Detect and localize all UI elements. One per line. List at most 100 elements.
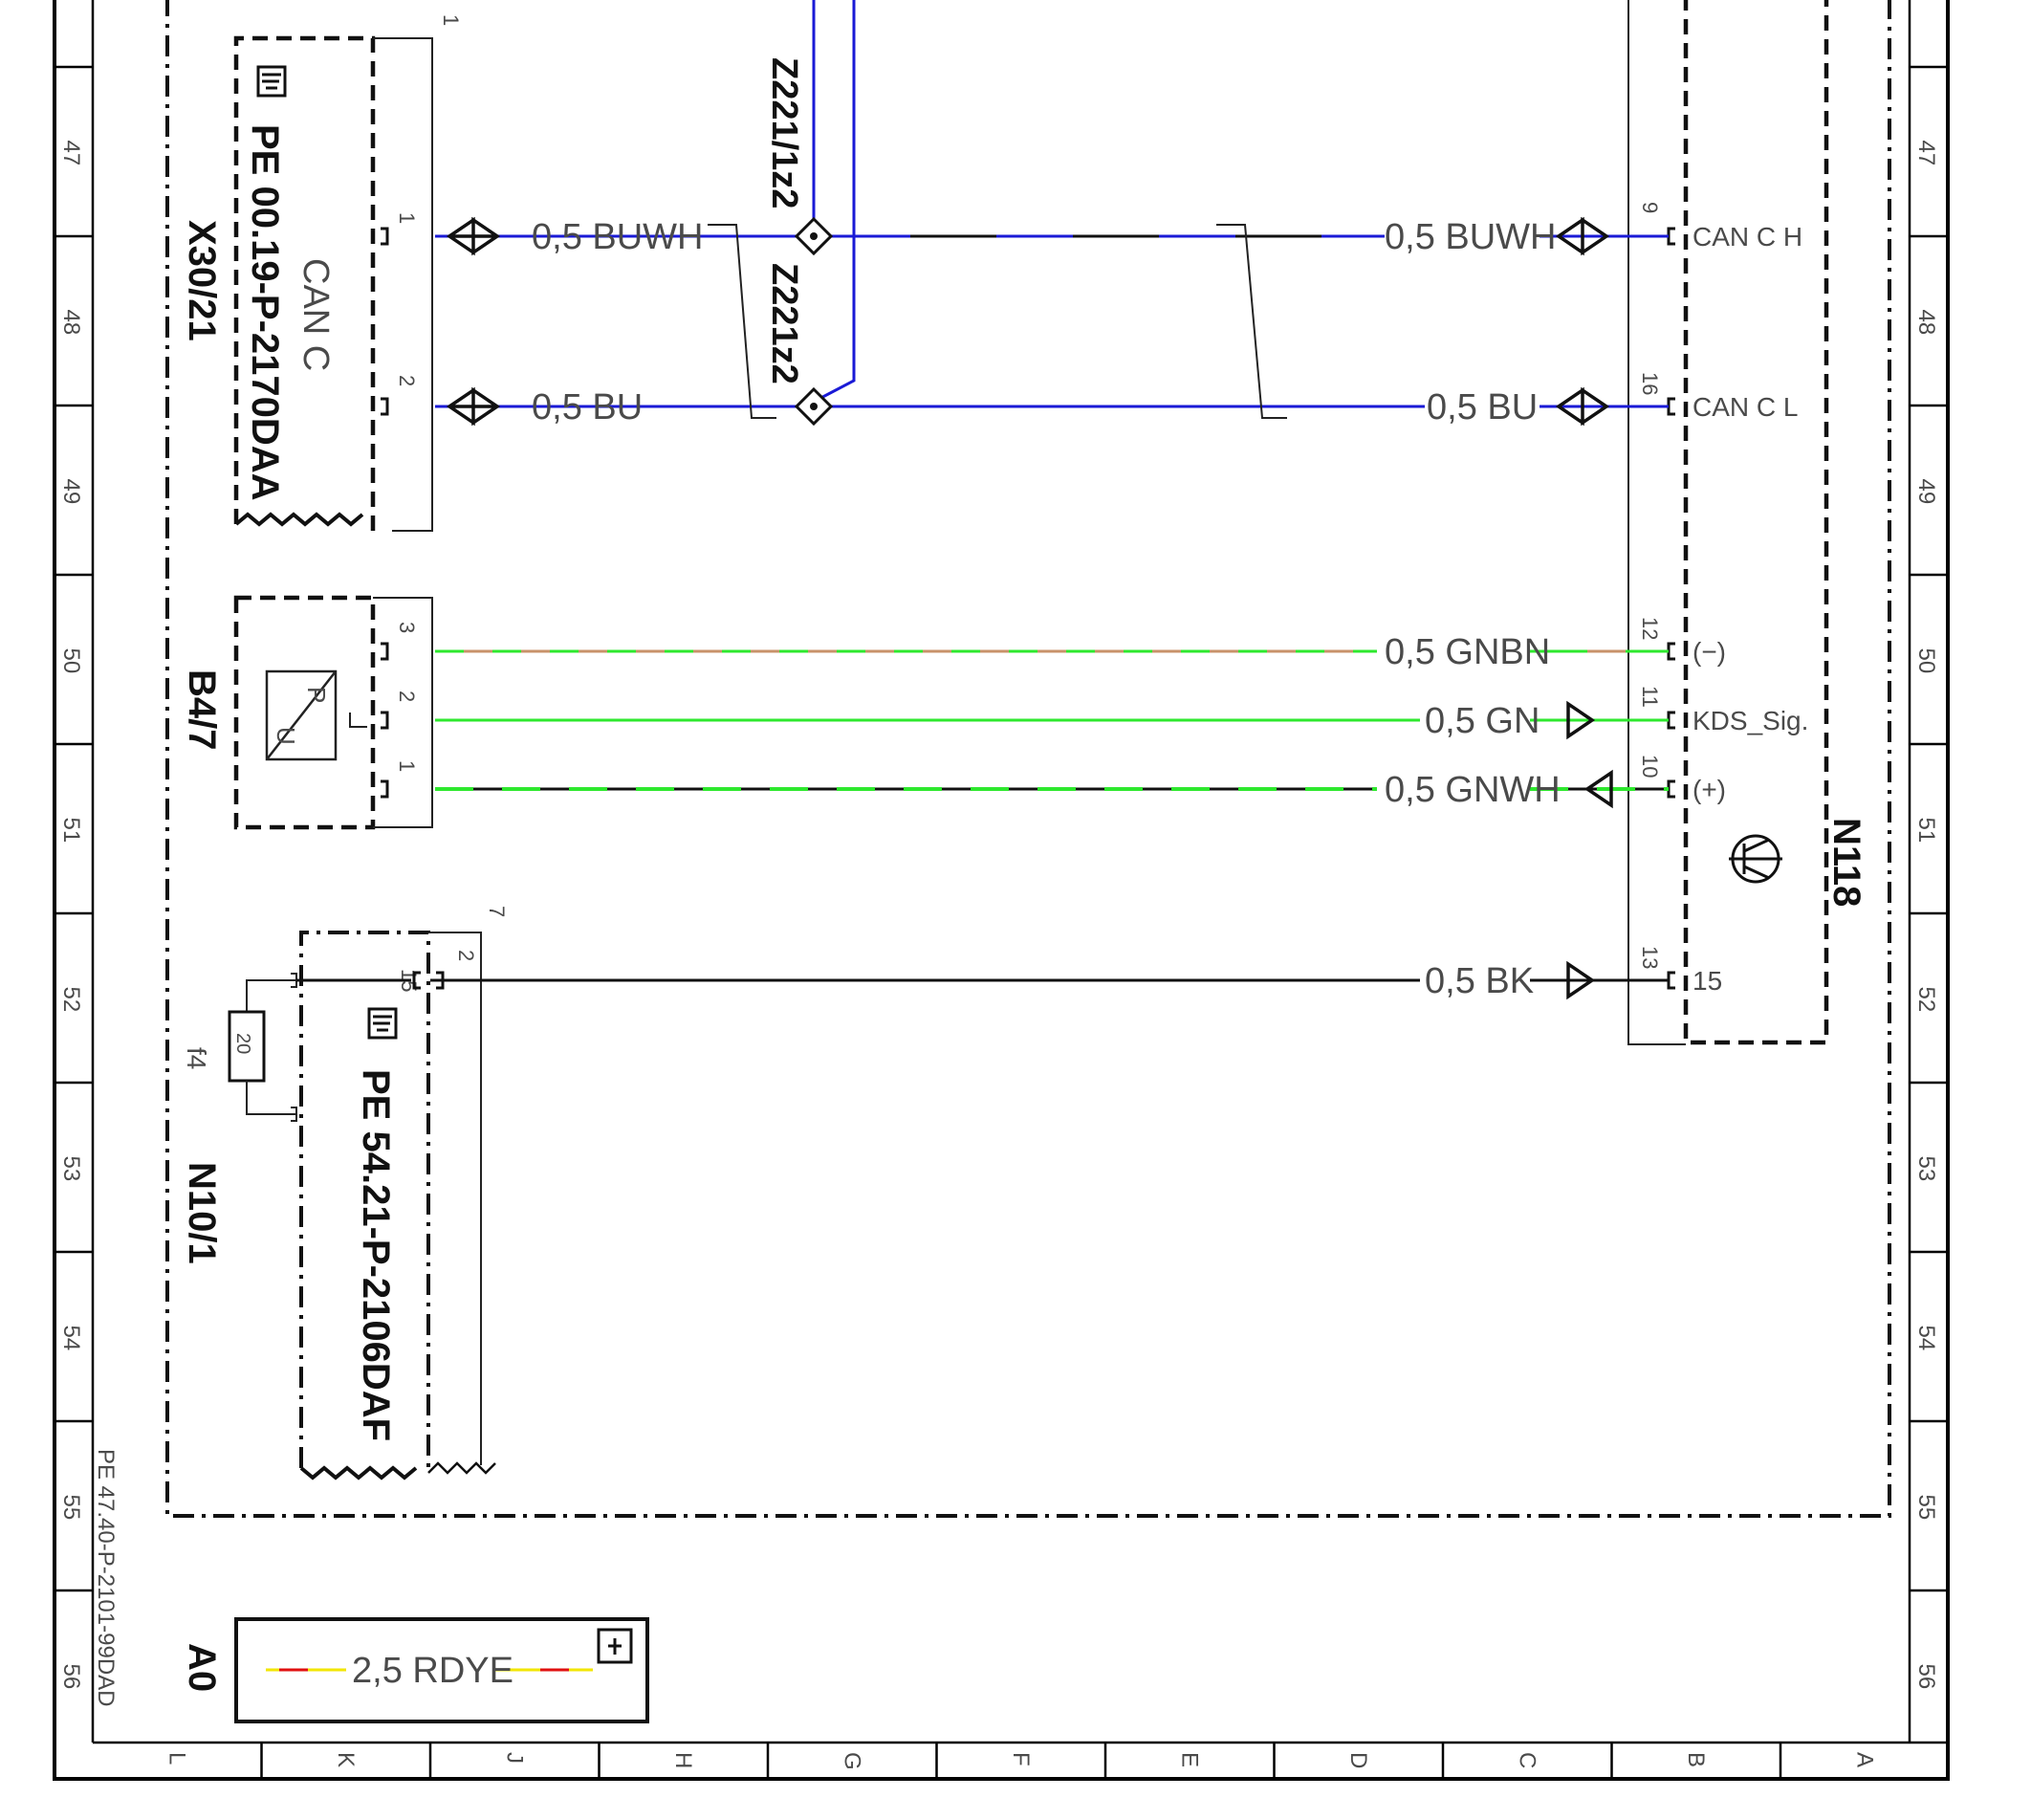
wire-label-gnbn: 0,5 GNBN [1385, 632, 1550, 672]
n118-pin-signal: 15 [1692, 966, 1722, 996]
wire-can-splice-riser-2 [813, 0, 856, 404]
column-label: C [1514, 1752, 1540, 1768]
column-label: D [1345, 1752, 1371, 1768]
transistor-icon [1729, 834, 1782, 884]
b4-7-symbol-p: P [302, 687, 331, 703]
pin-terminals-left [381, 227, 445, 990]
row-labels-left: 47 48 49 50 51 52 53 54 55 56 [58, 141, 84, 1690]
splice-z221-1z2-label: Z221/1z2 [764, 57, 804, 208]
b4-7-pin-2: 2 [395, 691, 419, 702]
x30-21-id: X30/21 [181, 220, 223, 341]
row-label: 55 [58, 1495, 84, 1521]
x30-21-pin-1: 1 [395, 212, 419, 224]
row-label: 51 [58, 818, 84, 844]
n118-pin-number: 13 [1638, 946, 1662, 969]
bidirectional-connector-icon [1555, 216, 1610, 256]
row-label: 54 [58, 1326, 84, 1351]
column-label: F [1008, 1752, 1034, 1766]
x30-21-can-label: CAN C [295, 258, 336, 371]
row-label: 56 [58, 1664, 84, 1690]
splice-z221z2-label: Z221z2 [764, 263, 804, 384]
b4-7-id: B4/7 [181, 669, 223, 751]
n10-1-marker: 7 [485, 906, 509, 917]
n118-pin-number: 9 [1638, 202, 1662, 213]
b4-7-pin-3: 3 [395, 622, 419, 633]
row-label: 50 [1913, 648, 1939, 674]
fuse-id: f4 [182, 1047, 211, 1069]
row-label: 55 [1913, 1495, 1939, 1521]
n118-id: N118 [1825, 818, 1867, 907]
wire-label-can-h-left: 0,5 BUWH [532, 217, 703, 257]
column-label: K [333, 1752, 359, 1767]
row-label: 47 [58, 141, 84, 166]
column-label: G [839, 1752, 864, 1770]
wire-label-bk: 0,5 BK [1425, 961, 1534, 1001]
output-arrow-icon [1583, 769, 1613, 809]
column-label: L [164, 1752, 189, 1765]
n10-1-doc-ref: PE 54.21-P-2106DAF [355, 1069, 397, 1441]
row-label: 50 [58, 648, 84, 674]
n118-pin-number: 11 [1638, 686, 1662, 708]
input-arrow-icon [1566, 960, 1596, 1000]
row-label: 48 [1913, 310, 1939, 336]
row-label: 48 [58, 310, 84, 336]
fuse-rating: 20 [232, 1033, 253, 1054]
drawing-frame [53, 0, 1950, 1781]
hand-pointer-icon [256, 65, 287, 98]
row-label: 56 [1913, 1664, 1939, 1690]
n10-1-pin-2: 2 [454, 950, 478, 961]
column-label: E [1176, 1752, 1202, 1767]
wire-label-can-l-left: 0,5 BU [532, 387, 643, 428]
wire-label-can-l-right: 0,5 BU [1427, 387, 1538, 428]
n10-1-id: N10/1 [181, 1162, 223, 1264]
wire-label-gn: 0,5 GN [1425, 701, 1540, 741]
legend-a0-id: A0 [181, 1643, 223, 1692]
sensor-b4-7: P U B4/7 3 2 1 [181, 595, 433, 830]
hand-pointer-icon [367, 1007, 398, 1040]
n118-pin-signal: KDS_Sig. [1692, 706, 1808, 735]
twist-marker-left [708, 224, 776, 419]
n118-pin-number: 12 [1638, 617, 1662, 640]
legend-a0-wire: 2,5 RDYE [352, 1651, 513, 1691]
row-label: 49 [58, 479, 84, 505]
system-boundary [165, 0, 1891, 1518]
legend-a0: A0 2,5 RDYE [181, 1617, 649, 1723]
x30-21-pin-2: 2 [395, 375, 419, 386]
row-label: 52 [1913, 987, 1939, 1013]
row-label: 49 [1913, 479, 1939, 505]
document-reference: PE 47.40-P-2101-99DAD [93, 1449, 119, 1706]
b4-7-pin-1: 1 [395, 760, 419, 772]
n118-pin-signal: (+) [1692, 775, 1726, 804]
twist-marker-right [1216, 224, 1287, 419]
column-label: A [1851, 1752, 1877, 1767]
n118-pin-number: 16 [1638, 372, 1662, 395]
column-label: B [1683, 1752, 1709, 1767]
bidirectional-connector-icon [1555, 386, 1610, 427]
row-label: 54 [1913, 1326, 1939, 1351]
row-label: 53 [58, 1156, 84, 1182]
n118-pin-number: 10 [1638, 755, 1662, 778]
info-icon [597, 1628, 633, 1664]
module-n10-1: 7 N10/1 PE 54.21-P-2106DAF 15 2 20 f4 [181, 906, 509, 1480]
b4-7-symbol-u: U [272, 727, 300, 745]
splice-z221-1z2 [794, 216, 834, 256]
n118-pin-signal: (−) [1692, 637, 1726, 667]
n118-pin-signal: CAN C H [1692, 222, 1802, 252]
row-label: 47 [1913, 141, 1939, 166]
column-label: J [501, 1752, 527, 1764]
wire-labels: 0,5 BUWH 0,5 BUWH 0,5 BU 0,5 BU 0,5 GNBN… [532, 217, 1561, 1001]
wire-label-can-h-right: 0,5 BUWH [1385, 217, 1556, 257]
row-label: 51 [1913, 818, 1939, 844]
x30-21-marker: 1 [439, 14, 463, 26]
n118-pin-signal: CAN C L [1692, 392, 1798, 422]
input-arrow-icon [1566, 700, 1596, 740]
bidirectional-connector-icon [446, 216, 501, 256]
connector-x30-21: 1 X30/21 CAN C PE 00.19-P-2170DAA 1 2 [181, 14, 463, 532]
splice-z221z2 [794, 386, 834, 427]
row-label: 52 [58, 987, 84, 1013]
x30-21-doc-ref: PE 00.19-P-2170DAA [244, 124, 286, 501]
